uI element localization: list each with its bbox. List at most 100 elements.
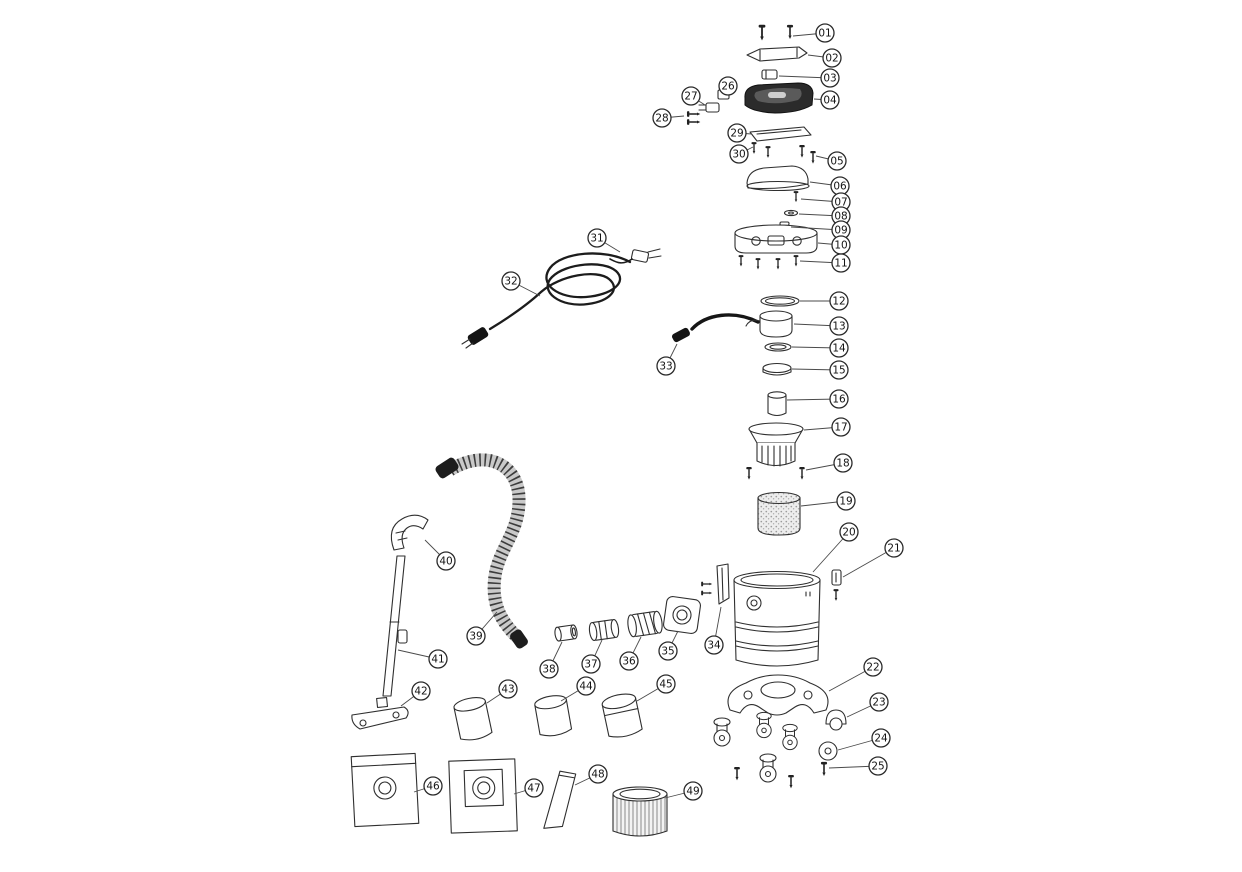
part-crevice-tool [543,770,577,829]
svg-text:41: 41 [431,654,444,666]
callout-48: 48 [574,764,608,786]
callout-19: 19 [800,491,856,511]
part-fan-cover [746,165,810,192]
callout-26: 26 [718,76,738,96]
callout-18: 18 [805,453,853,473]
svg-text:40: 40 [439,556,452,568]
part-motor-head [734,224,818,254]
svg-text:45: 45 [659,679,672,691]
callout-47: 47 [513,778,544,798]
callout-15: 15 [791,360,849,380]
callout-43: 43 [486,679,518,704]
callout-12: 12 [800,291,849,311]
part-washer [783,209,799,217]
callout-39: 39 [466,611,498,646]
svg-text:47: 47 [527,783,540,795]
svg-text:04: 04 [823,95,837,107]
svg-text:28: 28 [655,113,668,125]
part-dolly-base [727,674,829,716]
svg-text:48: 48 [591,769,604,781]
svg-text:32: 32 [504,276,517,288]
svg-text:44: 44 [579,681,593,693]
callout-36: 36 [619,636,642,671]
callout-41: 41 [397,649,448,669]
part-round-nozzle-3 [601,693,643,738]
svg-text:05: 05 [830,156,843,168]
svg-text:31: 31 [590,233,603,245]
callout-38: 38 [539,641,563,679]
callout-17: 17 [803,417,851,437]
callout-03: 03 [778,68,840,88]
part-power-cord [461,252,632,349]
part-cord-strain-relief [671,313,760,343]
svg-text:07: 07 [834,197,847,209]
callout-27: 27 [681,86,706,106]
svg-text:16: 16 [832,394,846,406]
svg-text:09: 09 [834,225,847,237]
part-cartridge-filter [612,786,668,837]
svg-text:10: 10 [834,240,847,252]
callout-06: 06 [809,176,850,196]
callout-32: 32 [501,271,541,297]
svg-text:21: 21 [887,543,900,555]
callout-34: 34 [704,606,724,655]
svg-text:26: 26 [721,81,735,93]
part-tank [733,570,821,667]
callout-20: 20 [812,522,859,573]
svg-text:39: 39 [469,631,482,643]
part-side-screws [687,111,700,125]
svg-text:49: 49 [686,786,699,798]
callout-24: 24 [837,728,891,751]
part-carry-handle [746,46,808,62]
svg-text:13: 13 [832,321,845,333]
svg-text:22: 22 [866,662,879,674]
part-dust-bag-1 [350,752,420,828]
callout-05: 05 [815,151,847,171]
callout-14: 14 [791,338,849,358]
part-plug-detail [609,248,662,264]
part-diffuser [748,422,804,467]
svg-text:23: 23 [872,697,885,709]
callout-21: 21 [842,538,904,578]
svg-text:06: 06 [833,181,847,193]
callout-30: 30 [729,144,754,164]
callout-11: 11 [799,253,851,273]
svg-text:11: 11 [834,258,847,270]
part-flexible-hose [435,453,528,649]
part-inlet-bracket [701,563,730,605]
svg-text:12: 12 [832,296,845,308]
part-round-nozzle-2 [534,695,573,737]
part-float-cage [745,310,793,338]
callout-29: 29 [727,123,753,143]
svg-text:08: 08 [834,211,847,223]
part-head-screws [737,254,800,271]
svg-text:15: 15 [832,365,845,377]
callout-23: 23 [846,692,889,718]
svg-text:14: 14 [832,343,846,355]
callout-46: 46 [413,776,443,796]
svg-text:38: 38 [542,664,555,676]
callout-42: 42 [400,681,431,707]
part-latch [831,569,842,602]
callout-33: 33 [656,343,678,376]
callout-13: 13 [793,316,849,336]
part-disc-plate [762,362,792,376]
callout-44: 44 [560,676,596,702]
part-wheel-screw [820,761,828,777]
callout-07: 07 [800,192,851,212]
svg-text:18: 18 [836,458,849,470]
part-dust-bag-2 [448,758,518,834]
part-coupling-medium [588,618,620,642]
svg-text:36: 36 [622,656,636,668]
part-extension-wand [382,555,408,697]
callout-28: 28 [652,108,685,128]
callout-09: 09 [790,220,851,240]
svg-text:30: 30 [732,149,745,161]
part-wheel [818,741,838,761]
part-square-adapter [663,596,701,634]
part-floor-nozzle [351,696,409,730]
svg-text:42: 42 [414,686,427,698]
svg-text:37: 37 [584,659,597,671]
part-coupling-small [554,624,578,642]
